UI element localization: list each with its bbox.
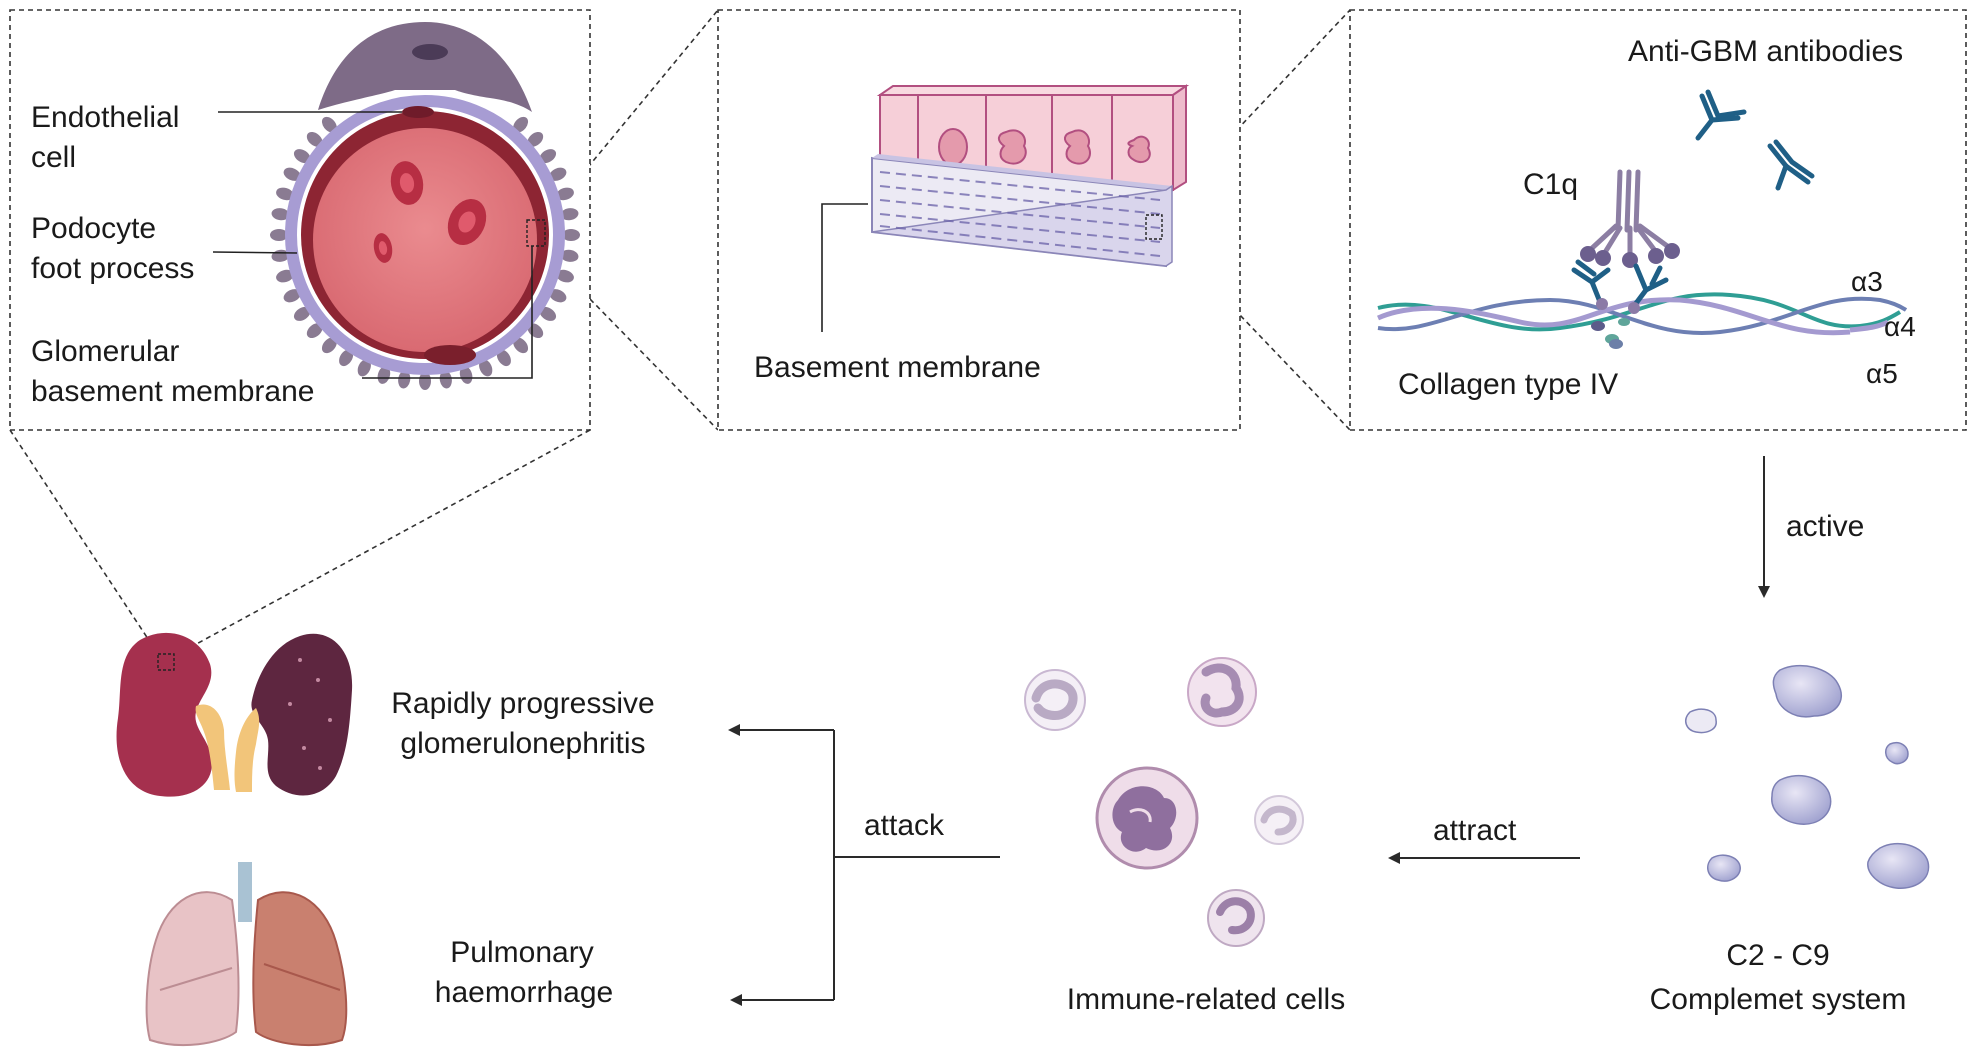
membrane-zoom-marker — [1145, 214, 1163, 240]
endothelial-label-line1: Endothelial — [31, 101, 179, 134]
antibody-icon-2 — [1767, 139, 1815, 191]
pulmonary-label-line1: Pulmonary — [450, 936, 593, 969]
collagen-panel: Anti-GBM antibodies — [1349, 9, 1967, 431]
immune-cell — [1207, 889, 1265, 947]
active-label: active — [1786, 510, 1864, 543]
foot-process — [283, 167, 301, 181]
anti-gbm-antibodies-label: Anti-GBM antibodies — [1628, 35, 1903, 68]
foot-process — [357, 359, 371, 377]
rpgn-label-line2: glomerulonephritis — [400, 727, 645, 760]
foot-process — [556, 187, 574, 201]
endothelial-nucleus-bottom — [424, 345, 476, 365]
membrane-panel: Basement membrane — [717, 9, 1241, 431]
immune-cell — [1187, 657, 1257, 727]
gbm-label-line2: basement membrane — [31, 375, 314, 408]
flow-arrows: active attract attack — [728, 456, 1864, 1006]
kidney-icon — [116, 632, 230, 797]
foot-process — [479, 359, 493, 377]
foot-process — [306, 131, 323, 147]
foot-process — [283, 289, 301, 303]
c1q-label: C1q — [1523, 168, 1578, 201]
trachea — [238, 862, 252, 922]
endothelial-nucleus — [402, 106, 434, 118]
foot-process — [276, 187, 294, 201]
foot-process — [439, 370, 452, 389]
foot-process — [270, 229, 288, 241]
antibody-icon — [1695, 89, 1747, 141]
c1q-complex — [1571, 169, 1680, 314]
kidney-zoom-marker — [157, 653, 175, 671]
complement-label-line1: C2 - C9 — [1726, 939, 1829, 972]
foot-process — [560, 208, 579, 221]
gbm-label-line1: Glomerular — [31, 335, 179, 368]
basement-membrane-slab — [871, 154, 1173, 268]
capillary-lumen — [313, 128, 537, 352]
immune-cells — [1024, 657, 1304, 947]
basement-membrane-label: Basement membrane — [754, 351, 1041, 384]
foot-process — [321, 116, 337, 133]
gbm-zoom-marker — [526, 219, 546, 247]
membrane-leader-line — [821, 203, 868, 332]
alpha3-label: α3 — [1851, 266, 1883, 297]
foot-process — [459, 366, 473, 384]
foot-process — [293, 306, 311, 321]
collagen-type-iv-label: Collagen type IV — [1398, 368, 1618, 401]
alpha5-label: α5 — [1866, 358, 1898, 389]
foot-process — [339, 349, 354, 367]
foot-process — [496, 349, 511, 367]
foot-process — [513, 337, 529, 354]
glomerulus-leader-lines — [212, 111, 533, 379]
foot-process — [306, 323, 323, 339]
foot-process — [377, 366, 391, 384]
foot-process — [321, 337, 337, 354]
foot-process — [539, 149, 557, 164]
foot-process — [398, 370, 411, 389]
foot-process — [513, 116, 529, 133]
attract-label: attract — [1433, 814, 1517, 847]
pulmonary-label-line2: haemorrhage — [435, 976, 613, 1009]
rpgn-label-line1: Rapidly progressive — [391, 687, 654, 720]
alpha4-label: α4 — [1884, 311, 1916, 342]
red-blood-cells — [373, 161, 487, 263]
podocyte-label-line2: foot process — [31, 252, 194, 285]
collagen-epitope-beads — [1591, 318, 1630, 349]
foot-process — [271, 208, 290, 221]
foot-process — [293, 149, 311, 164]
glomerulus-panel: Endothelial cell Podocyte foot process G… — [9, 9, 591, 431]
foot-process — [539, 306, 557, 321]
lungs-icon — [145, 862, 348, 1046]
complement-label-line2: Complemet system — [1650, 983, 1907, 1016]
foot-process — [549, 289, 567, 303]
glomerular-basement-membrane-ring — [285, 95, 565, 375]
foot-process — [549, 167, 567, 181]
collagen-panel-frame — [1349, 9, 1967, 431]
foot-process — [556, 269, 574, 283]
immune-cell — [1254, 795, 1304, 845]
immune-cell-large — [1095, 766, 1199, 870]
immune-cell — [1024, 669, 1086, 731]
foot-process — [276, 269, 294, 283]
collagen-triple-helix — [1377, 292, 1908, 336]
foot-process — [562, 229, 580, 241]
attack-label: attack — [864, 809, 945, 842]
endothelial-label-line2: cell — [31, 141, 76, 174]
immune-cells-label: Immune-related cells — [1067, 983, 1345, 1016]
complement-proteins — [1685, 664, 1930, 889]
diseased-kidney-icon — [234, 633, 353, 796]
foot-process — [419, 372, 431, 390]
podocyte-cell-body — [318, 22, 532, 112]
foot-process — [527, 131, 544, 147]
podocyte-label-line1: Podocyte — [31, 212, 156, 245]
podocyte-foot-processes — [270, 116, 580, 390]
podocyte-nucleus — [412, 44, 448, 60]
foot-process — [560, 249, 579, 262]
